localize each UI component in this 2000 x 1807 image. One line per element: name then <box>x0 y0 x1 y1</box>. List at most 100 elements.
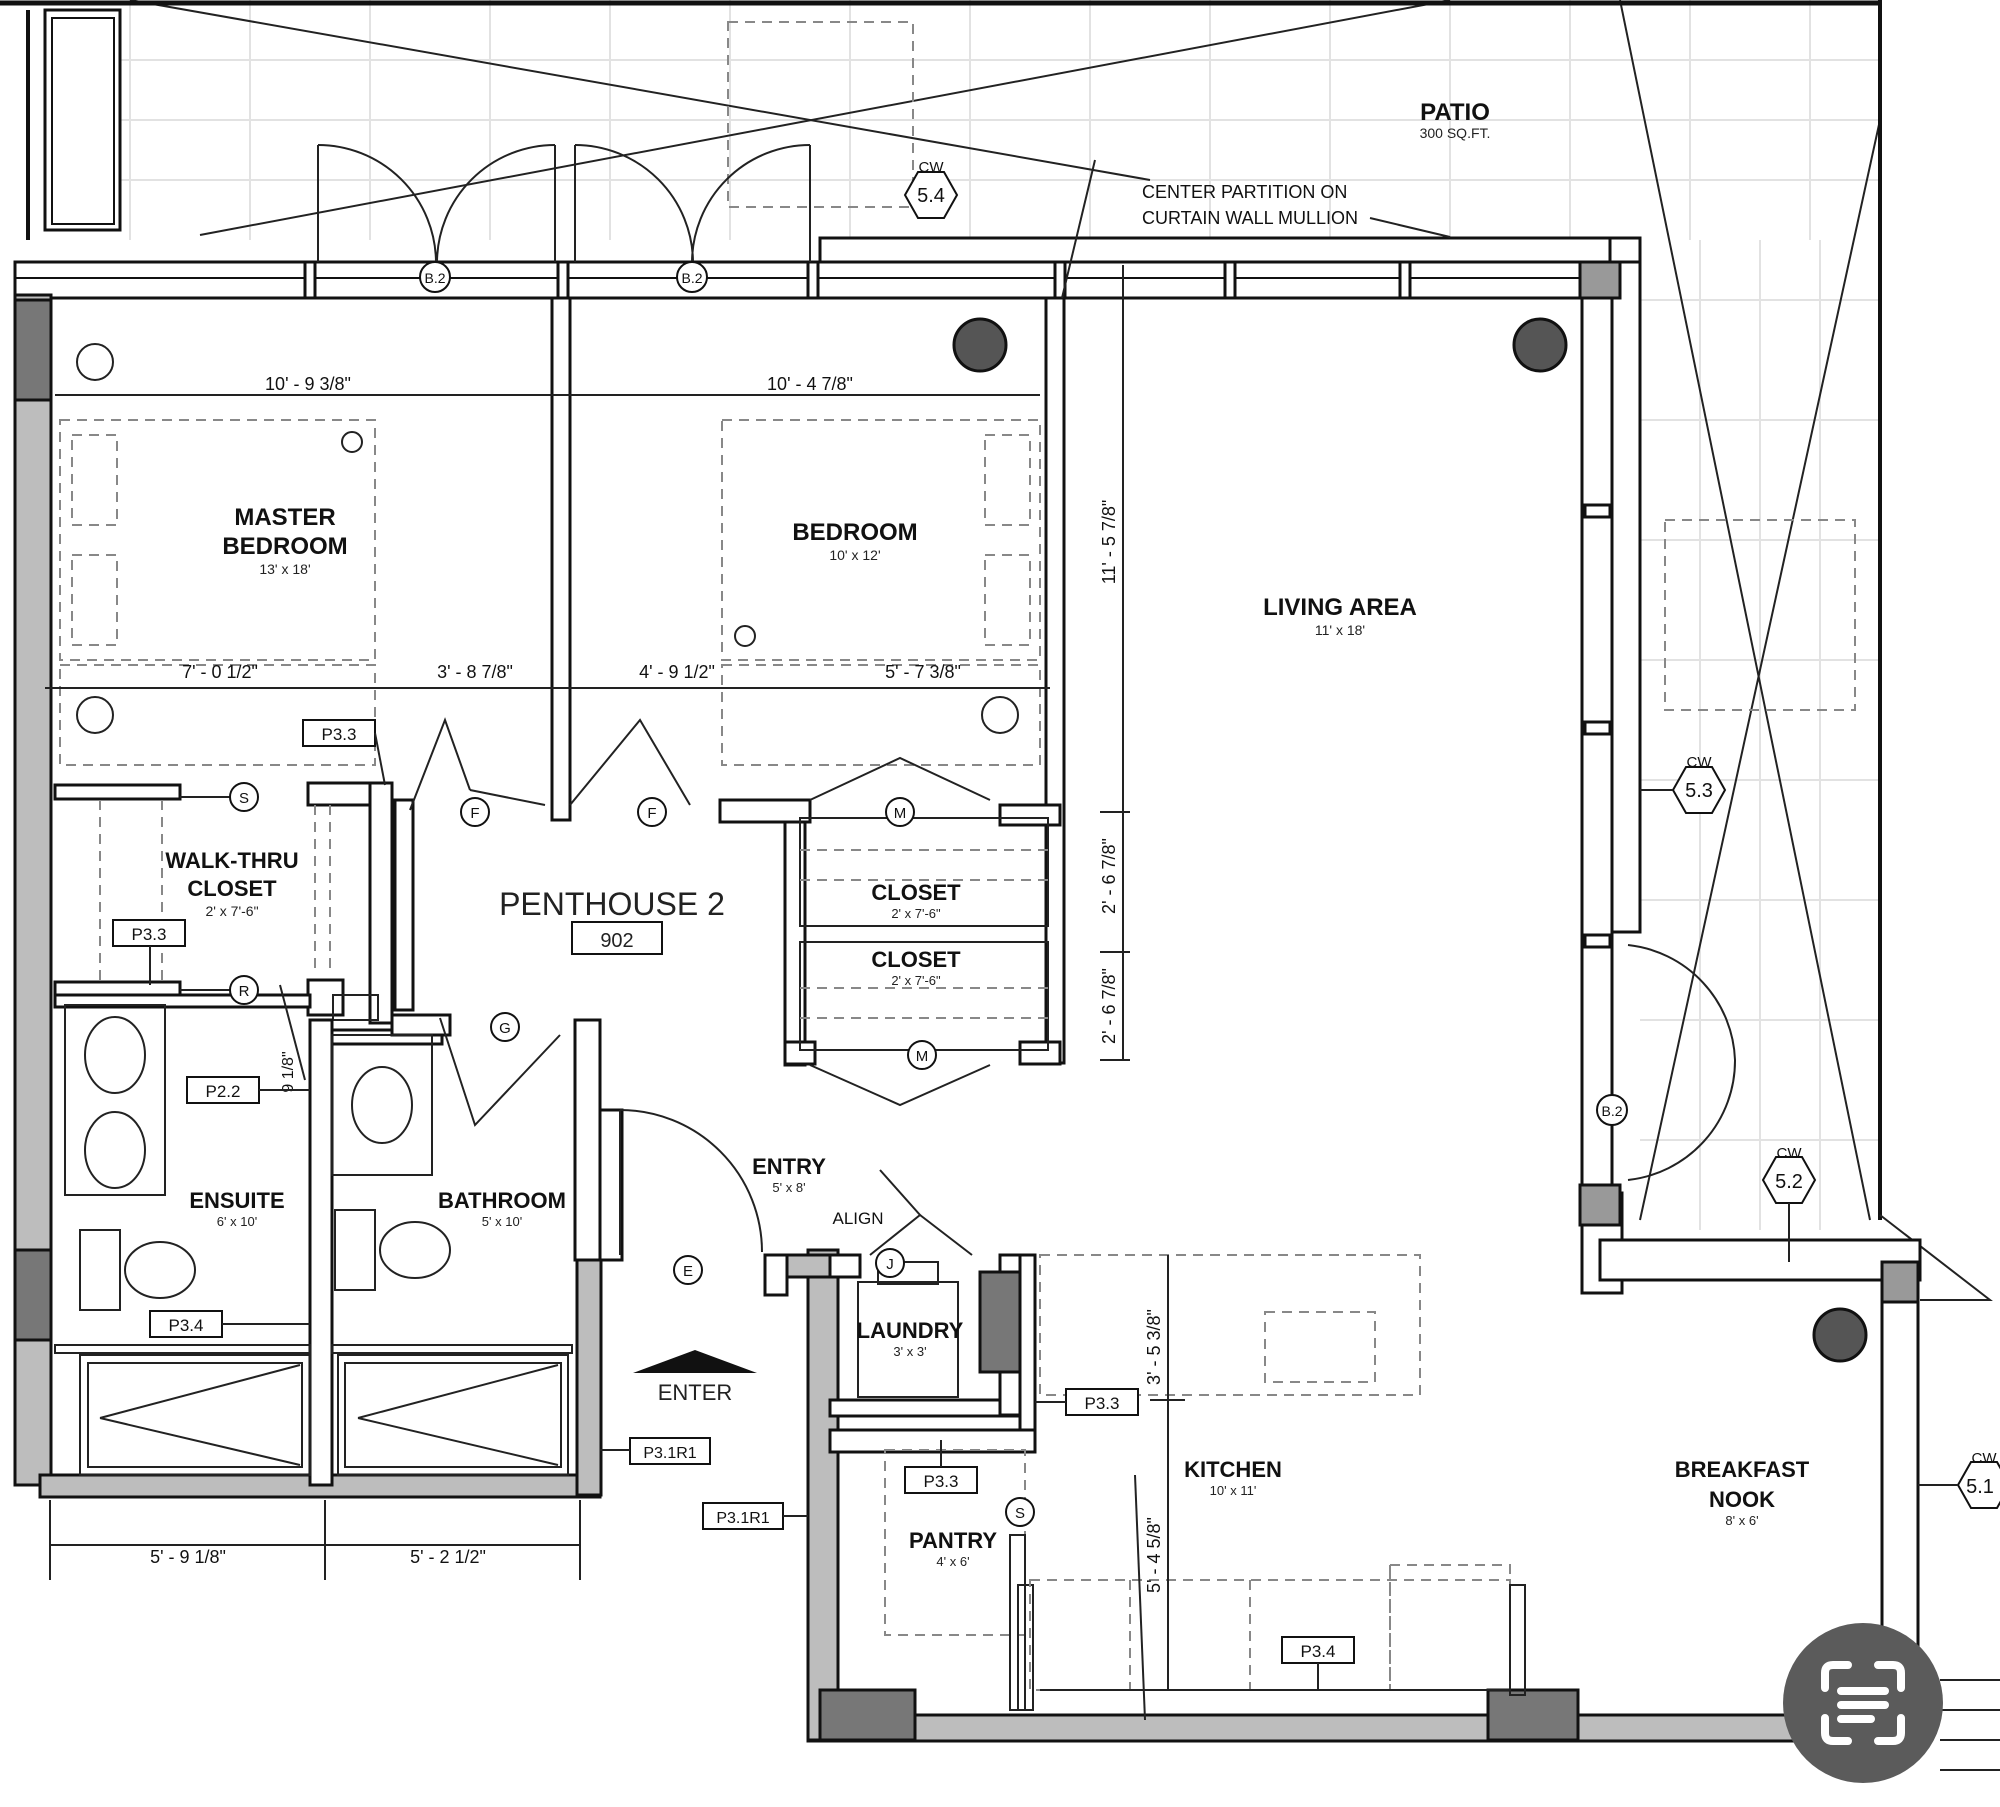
b2-tag-3: B.2 <box>1596 1094 1628 1126</box>
master-bedroom-size: 13' x 18' <box>259 561 310 577</box>
enter-label: ENTER <box>658 1380 733 1405</box>
dimension-lines <box>45 159 1185 1721</box>
pantry-label: PANTRY <box>909 1528 997 1553</box>
dim-11-5: 11' - 5 7/8" <box>1099 500 1119 585</box>
svg-text:P3.1R1: P3.1R1 <box>716 1510 769 1527</box>
tag-e: E <box>673 1255 703 1285</box>
svg-text:5.3: 5.3 <box>1685 780 1713 802</box>
svg-text:P3.3: P3.3 <box>132 925 167 944</box>
p33-tag-4: P3.3 <box>904 1466 978 1494</box>
bedroom-size: 10' x 12' <box>829 547 880 563</box>
svg-text:S: S <box>239 790 249 807</box>
svg-text:J: J <box>886 1256 894 1273</box>
p34-tag-1: P3.4 <box>149 1310 223 1338</box>
ensuite-label: ENSUITE <box>189 1188 284 1213</box>
b2-tag-2: B.2 <box>676 261 708 293</box>
svg-text:M: M <box>916 1048 929 1065</box>
master-bedroom-label-1: MASTER <box>234 504 335 531</box>
svg-text:P3.3: P3.3 <box>1085 1394 1120 1413</box>
dim-3-5: 3' - 5 3/8" <box>1144 1309 1164 1385</box>
closet-upper-size: 2' x 7'-6" <box>891 906 941 921</box>
dim-9-1: 9 1/8" <box>280 1051 297 1092</box>
breakfast-nook-label-2: NOOK <box>1709 1487 1775 1512</box>
dim-4-9: 4' - 9 1/2" <box>639 662 715 682</box>
patio-grid <box>0 0 1993 1301</box>
enter-arrow-icon <box>633 1350 757 1373</box>
svg-text:M: M <box>894 805 907 822</box>
bathroom-size: 5' x 10' <box>482 1214 522 1229</box>
penthouse-label: PENTHOUSE 2 <box>499 886 725 922</box>
entry-size: 5' x 8' <box>772 1180 805 1195</box>
document-scan-icon <box>1821 1661 1905 1745</box>
tag-s-1: S <box>180 782 259 812</box>
svg-text:S: S <box>1015 1505 1025 1522</box>
b2-tag-1: B.2 <box>419 261 451 293</box>
stair-detail <box>1940 1679 2000 1771</box>
svg-text:CW: CW <box>1972 1450 1998 1467</box>
dim-5-2: 5' - 2 1/2" <box>410 1547 486 1567</box>
p33-tag-1: P3.3 <box>302 719 376 747</box>
dim-5-9: 5' - 9 1/8" <box>150 1547 226 1567</box>
living-area-size: 11' x 18' <box>1315 622 1365 638</box>
center-partition-note-1: CENTER PARTITION ON <box>1142 182 1347 202</box>
bedroom-label: BEDROOM <box>792 519 917 546</box>
svg-text:P3.3: P3.3 <box>322 725 357 744</box>
interior-doors <box>409 717 991 1256</box>
dim-5-4: 5' - 4 5/8" <box>1144 1517 1164 1593</box>
entry-label: ENTRY <box>752 1154 826 1179</box>
p22-tag: P2.2 <box>186 1076 260 1104</box>
p33-tag-3: P3.3 <box>1065 1388 1139 1416</box>
master-bedroom-label-2: BEDROOM <box>222 533 347 560</box>
dim-master-width: 10' - 9 3/8" <box>265 374 351 394</box>
svg-text:P2.2: P2.2 <box>206 1082 241 1101</box>
center-partition-note-2: CURTAIN WALL MULLION <box>1142 208 1358 228</box>
dim-3-8: 3' - 8 7/8" <box>437 662 513 682</box>
walk-thru-closet-label-2: CLOSET <box>187 876 277 901</box>
living-area-label: LIVING AREA <box>1263 594 1417 621</box>
svg-text:5.4: 5.4 <box>917 185 945 207</box>
structural-columns <box>952 317 1868 1363</box>
walk-thru-closet-label-1: WALK-THRU <box>165 848 298 873</box>
dim-5-7: 5' - 7 3/8" <box>885 662 961 682</box>
closet-lower-label: CLOSET <box>871 947 961 972</box>
tag-j: J <box>875 1248 905 1278</box>
document-scan-button[interactable] <box>1783 1623 1943 1783</box>
tag-m-2: M <box>907 1040 937 1070</box>
laundry-label: LAUNDRY <box>857 1318 964 1343</box>
tag-m-1: M <box>885 797 915 827</box>
svg-text:F: F <box>470 805 479 822</box>
cw-tag-5-1: CW 5.1 <box>1956 1450 2000 1509</box>
laundry-size: 3' x 3' <box>893 1344 926 1359</box>
kitchen-size: 10' x 11' <box>1210 1483 1257 1498</box>
svg-text:G: G <box>499 1020 511 1037</box>
svg-text:CW: CW <box>919 159 945 176</box>
breakfast-nook-size: 8' x 6' <box>1725 1513 1758 1528</box>
cw-tag-5-3: CW 5.3 <box>1671 754 1727 814</box>
svg-text:F: F <box>647 805 656 822</box>
bathroom-label: BATHROOM <box>438 1188 566 1213</box>
tag-s-2: S <box>1005 1497 1035 1527</box>
tag-r: R <box>180 975 259 1005</box>
p34-tag-2: P3.4 <box>1281 1636 1355 1664</box>
patio-area: 300 SQ.FT. <box>1420 125 1491 141</box>
breakfast-nook-label-1: BREAKFAST <box>1675 1457 1810 1482</box>
tag-g: G <box>490 1012 520 1042</box>
unit-number-box <box>571 921 663 955</box>
tag-f-1: F <box>460 797 490 827</box>
svg-text:E: E <box>683 1263 693 1280</box>
kitchen-label: KITCHEN <box>1184 1457 1282 1482</box>
align-note: ALIGN <box>832 1209 883 1228</box>
walk-thru-closet-size: 2' x 7'-6" <box>205 903 258 919</box>
svg-text:5.2: 5.2 <box>1775 1171 1803 1193</box>
patio-doors <box>317 144 1737 1181</box>
svg-text:P3.1R1: P3.1R1 <box>643 1445 696 1462</box>
svg-text:B.2: B.2 <box>681 270 702 286</box>
dim-2-6-lower: 2' - 6 7/8" <box>1099 968 1119 1044</box>
ensuite-size: 6' x 10' <box>217 1214 257 1229</box>
dim-7-0: 7' - 0 1/2" <box>182 662 258 682</box>
cw-tag-5-4: CW 5.4 <box>903 159 959 219</box>
svg-text:P3.4: P3.4 <box>169 1316 204 1335</box>
svg-text:5.1: 5.1 <box>1966 1476 1994 1498</box>
svg-text:B.2: B.2 <box>1601 1103 1622 1119</box>
